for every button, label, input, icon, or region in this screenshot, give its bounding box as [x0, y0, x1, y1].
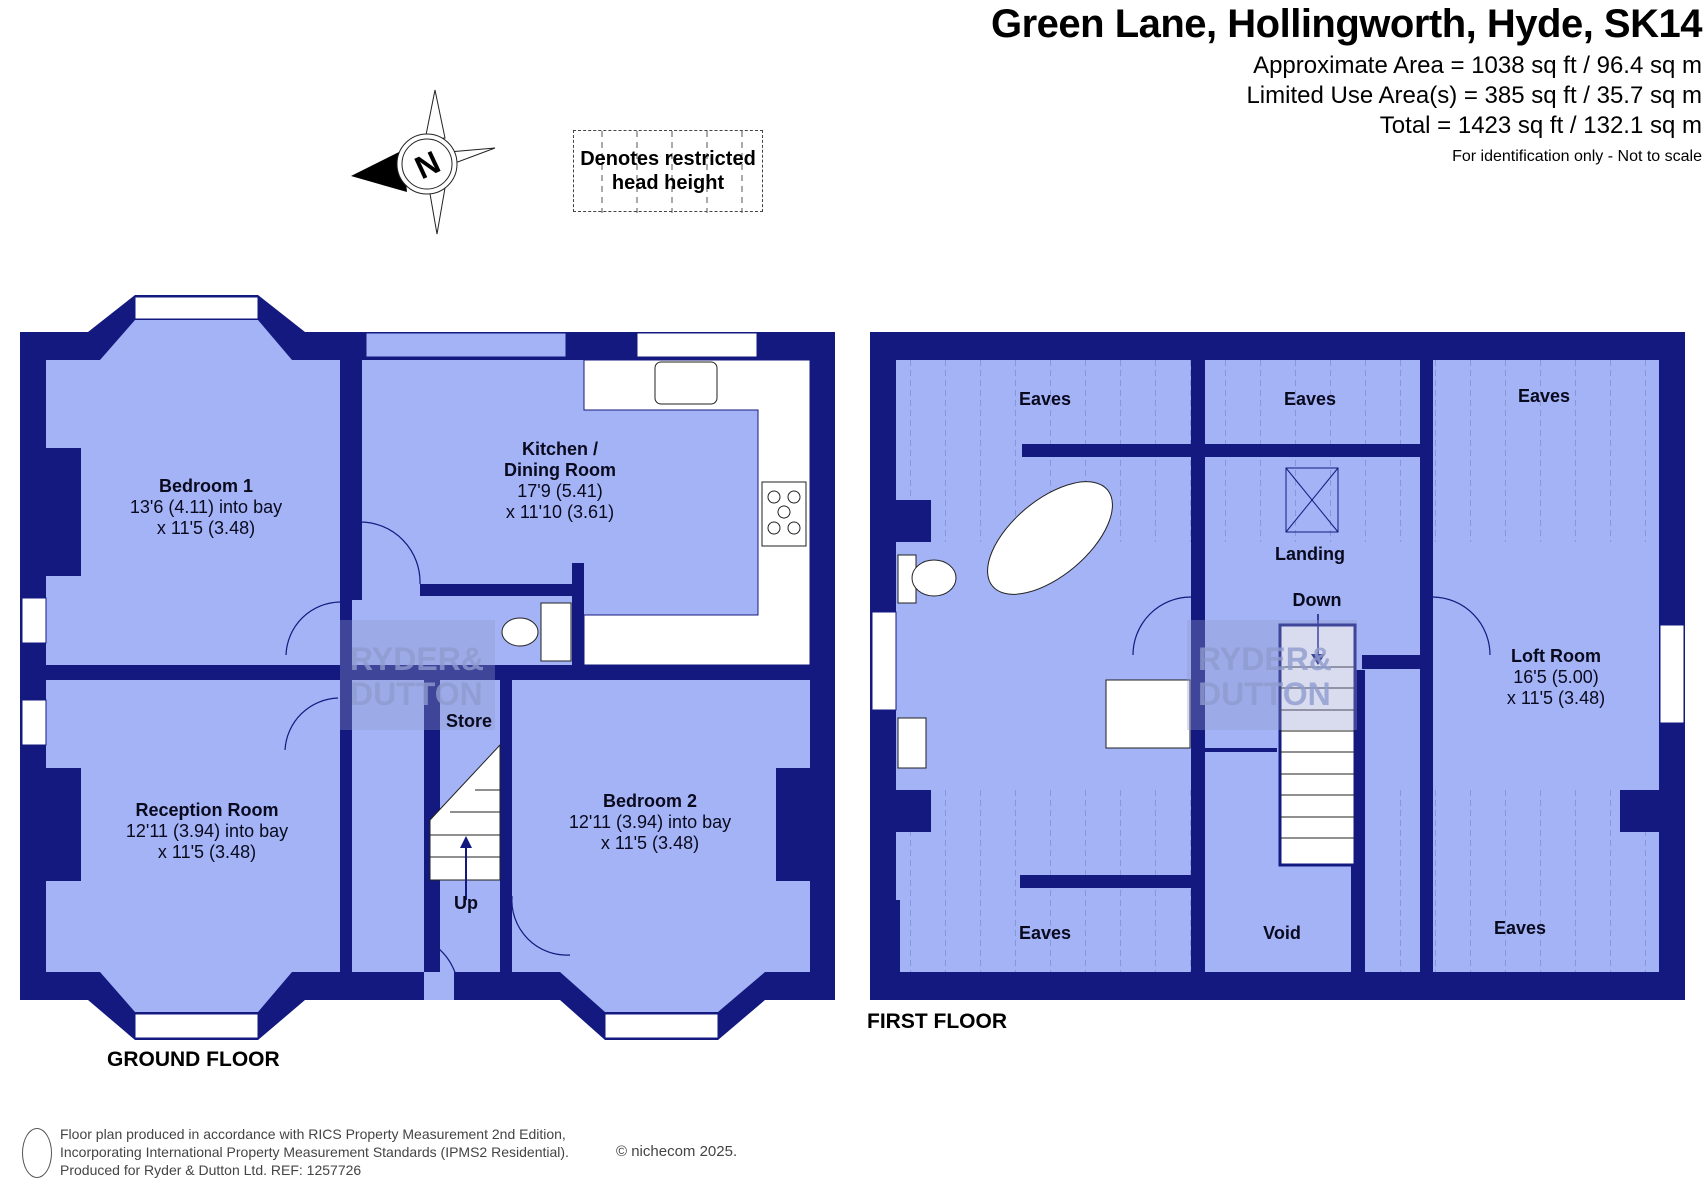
floor-plan-drawing: Bedroom 1 13'6 (4.11) into bay x 11'5 (3…: [20, 295, 1685, 1040]
first-floor-plan: [870, 332, 1685, 1000]
limited-use-area: Limited Use Area(s) = 385 sq ft / 35.7 s…: [1246, 82, 1702, 109]
footer-line-3: Produced for Ryder & Dutton Ltd. REF: 12…: [60, 1162, 362, 1178]
copyright-notice: © nichecom 2025.: [616, 1143, 738, 1160]
scale-disclaimer: For identification only - Not to scale: [1452, 148, 1702, 165]
up-label: Up: [454, 893, 478, 913]
landing-label: Landing: [1275, 544, 1345, 564]
eaves-label-5: Eaves: [1494, 918, 1546, 938]
bedroom1-dim2: x 11'5 (3.48): [157, 518, 255, 538]
reception-dim2: x 11'5 (3.48): [158, 842, 256, 862]
bedroom2-name: Bedroom 2: [603, 791, 697, 811]
watermark-line1: RYDER&: [350, 641, 484, 677]
bedroom1-dim1: 13'6 (4.11) into bay: [130, 497, 282, 517]
reception-name: Reception Room: [135, 800, 278, 820]
kitchen-name-2: Dining Room: [504, 460, 616, 480]
watermark-line1-ff: RYDER&: [1198, 641, 1332, 677]
person-info-icon: [22, 1128, 52, 1178]
loft-room-dim1: 16'5 (5.00): [1513, 667, 1599, 687]
eaves-label-4: Eaves: [1019, 923, 1071, 943]
kitchen-name-1: Kitchen /: [522, 439, 598, 459]
property-title: Green Lane, Hollingworth, Hyde, SK14: [990, 2, 1703, 46]
kitchen-dim1: 17'9 (5.41): [517, 481, 603, 501]
legend-line-1: Denotes restricted: [580, 148, 756, 170]
footer-line-1: Floor plan produced in accordance with R…: [60, 1126, 566, 1142]
eaves-label-1: Eaves: [1019, 389, 1071, 409]
ground-floor-label: GROUND FLOOR: [107, 1048, 280, 1071]
footer-notes: Floor plan produced in accordance with R…: [60, 1125, 569, 1179]
watermark-line2-ff: DUTTON: [1198, 676, 1331, 712]
ground-floor-plan: [20, 295, 835, 1040]
watermark-line2: DUTTON: [350, 676, 483, 712]
eaves-label-3: Eaves: [1518, 386, 1570, 406]
footer-line-2: Incorporating International Property Mea…: [60, 1144, 569, 1160]
bedroom2-dim1: 12'11 (3.94) into bay: [569, 812, 731, 832]
loft-room-dim2: x 11'5 (3.48): [1507, 688, 1605, 708]
approximate-area: Approximate Area = 1038 sq ft / 96.4 sq …: [1253, 52, 1702, 79]
restricted-head-height-legend: Denotes restricted head height: [573, 130, 763, 213]
store-label: Store: [446, 711, 492, 731]
bedroom2-dim2: x 11'5 (3.48): [601, 833, 699, 853]
down-label: Down: [1293, 590, 1342, 610]
loft-room-name: Loft Room: [1511, 646, 1601, 666]
bedroom1-name: Bedroom 1: [159, 476, 253, 496]
kitchen-dim2: x 11'10 (3.61): [506, 502, 614, 522]
legend-line-2: head height: [611, 172, 725, 194]
eaves-label-2: Eaves: [1284, 389, 1336, 409]
void-label: Void: [1263, 923, 1301, 943]
reception-dim1: 12'11 (3.94) into bay: [126, 821, 288, 841]
total-area: Total = 1423 sq ft / 132.1 sq m: [1379, 112, 1702, 139]
first-floor-label: FIRST FLOOR: [867, 1010, 1007, 1033]
north-compass-icon: N: [351, 89, 496, 235]
